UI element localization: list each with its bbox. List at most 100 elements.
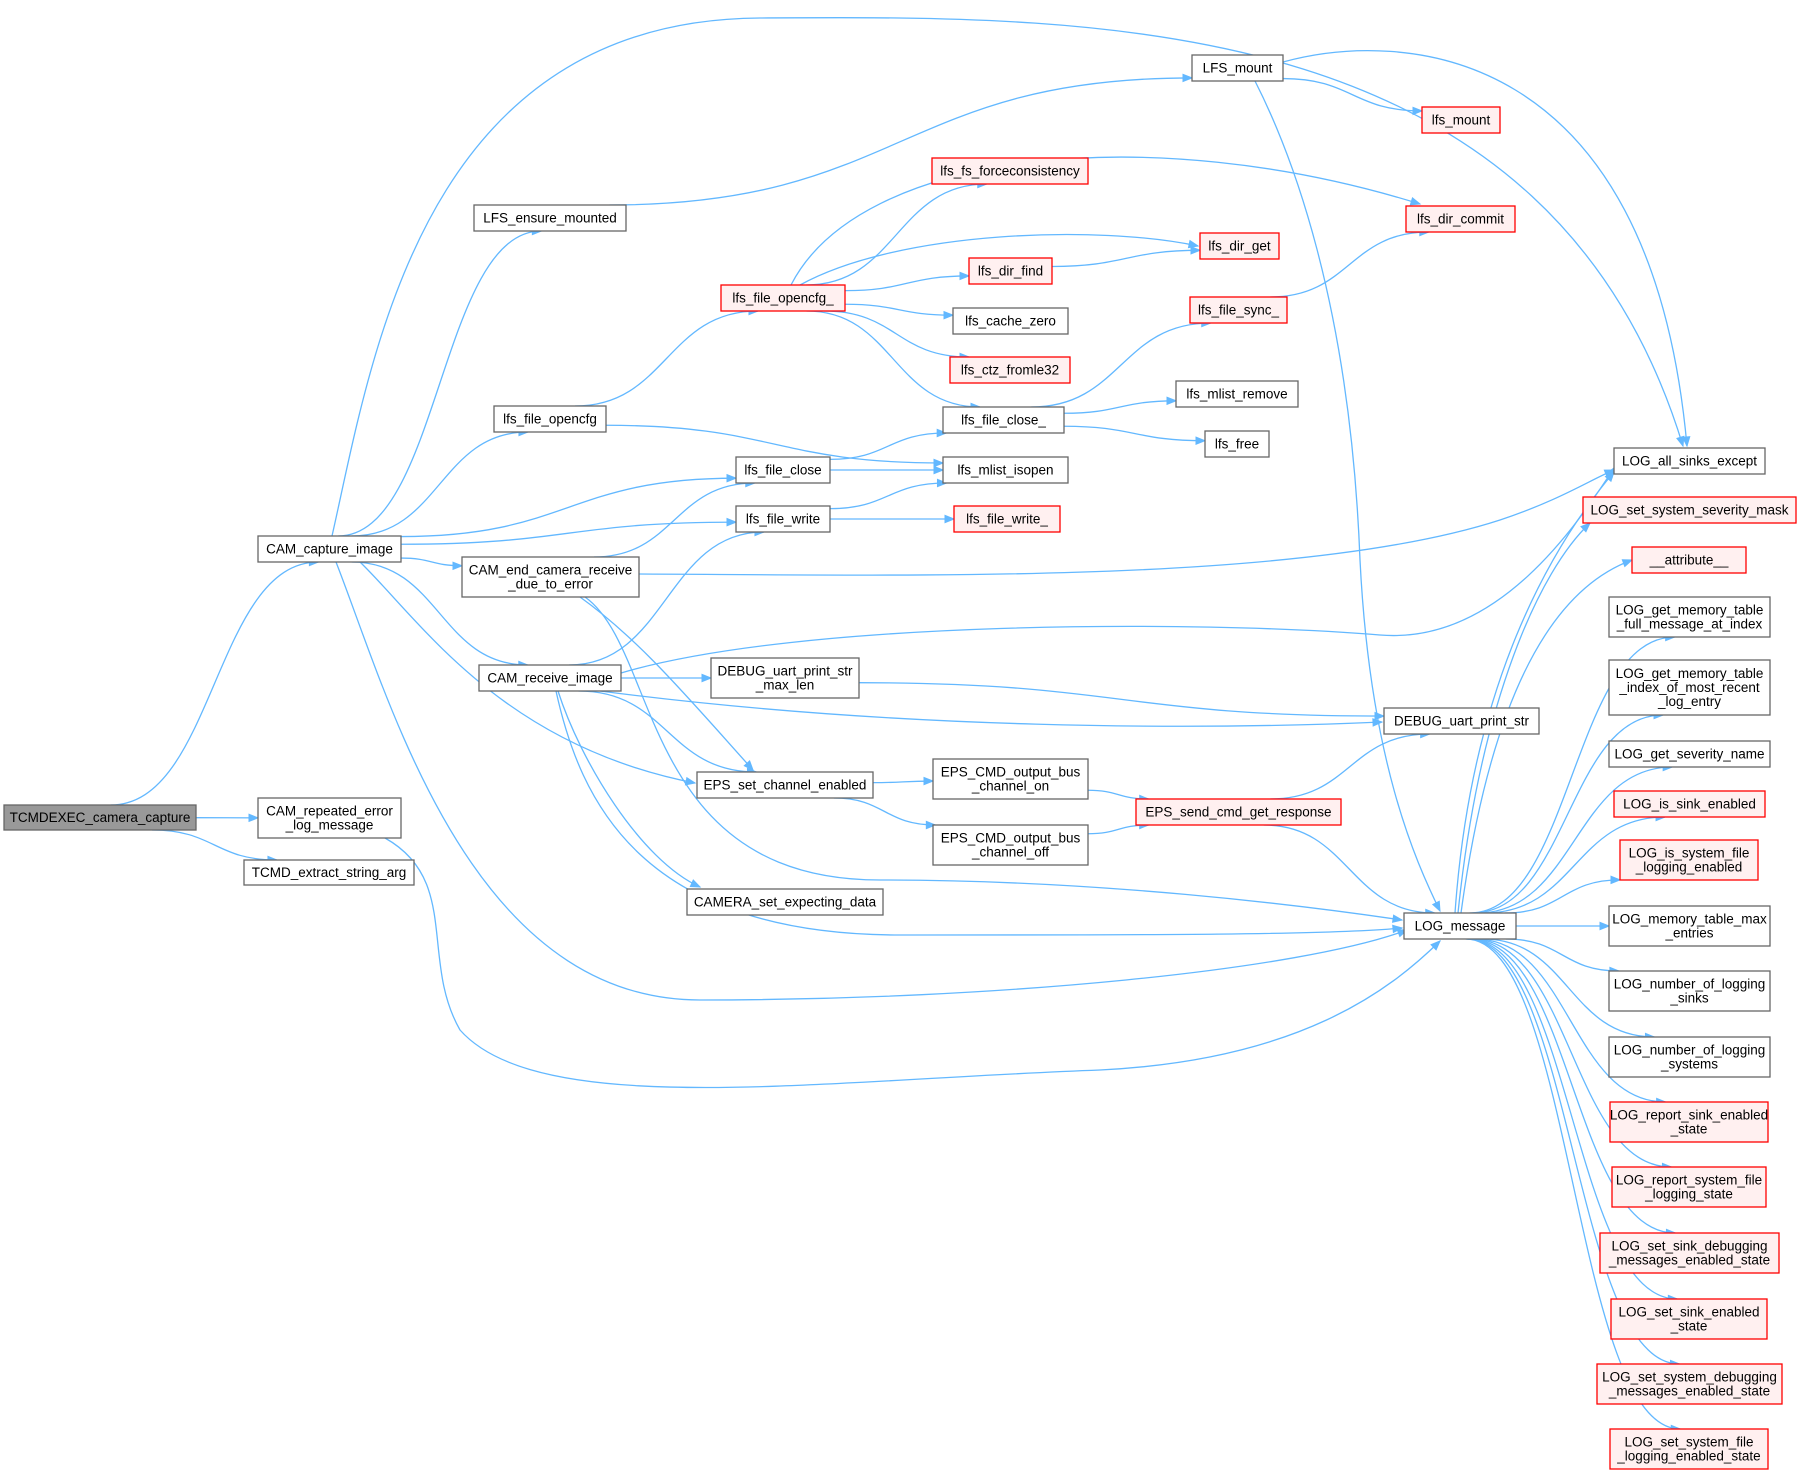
- node-lfs-free[interactable]: lfs_free: [1204, 430, 1270, 458]
- call-edge-line: [1466, 938, 1680, 1365]
- node-eps-off[interactable]: EPS_CMD_output_bus_channel_off: [932, 824, 1089, 866]
- node-lfs-file-opencfg[interactable]: lfs_file_opencfg: [493, 405, 607, 433]
- node-lfs-file-close[interactable]: lfs_file_close: [735, 456, 831, 484]
- node-lfs-file-write-[interactable]: lfs_file_write_: [953, 505, 1061, 533]
- node-attribute[interactable]: __attribute__: [1631, 546, 1747, 574]
- node-log-mem-max[interactable]: LOG_memory_table_max_entries: [1608, 905, 1771, 947]
- node-box: [1611, 1166, 1767, 1208]
- node-log-set-sink-dbg[interactable]: LOG_set_sink_debugging_messages_enabled_…: [1599, 1232, 1780, 1274]
- node-lfs-file-opencfg-[interactable]: lfs_file_opencfg_: [720, 284, 846, 312]
- node-label: lfs_dir_commit: [1417, 212, 1504, 227]
- node-cam-receive[interactable]: CAM_receive_image: [478, 664, 622, 692]
- arrowhead-icon: [1431, 900, 1441, 913]
- arrowhead-icon: [452, 561, 464, 571]
- node-log-set-sys-dbg[interactable]: LOG_set_system_debugging_messages_enable…: [1596, 1363, 1783, 1405]
- node-debug-print[interactable]: DEBUG_uart_print_str: [1383, 707, 1540, 735]
- node-box: [1403, 912, 1517, 940]
- call-edge: [872, 776, 935, 786]
- node-lfs-dir-get[interactable]: lfs_dir_get: [1199, 232, 1280, 260]
- node-label: lfs_dir_get: [1208, 239, 1271, 254]
- node-eps-send[interactable]: EPS_send_cmd_get_response: [1135, 798, 1342, 826]
- node-log-num-systems[interactable]: LOG_number_of_logging_systems: [1608, 1036, 1771, 1078]
- node-log-set-sink-en[interactable]: LOG_set_sink_enabled_state: [1610, 1298, 1768, 1340]
- call-edge: [1457, 522, 1591, 914]
- node-log-report-sys[interactable]: LOG_report_system_file_logging_state: [1611, 1166, 1767, 1208]
- node-log-mem-index[interactable]: LOG_get_memory_table_index_of_most_recen…: [1608, 659, 1771, 716]
- node-label: _entries: [1664, 926, 1713, 941]
- node-box: [1135, 798, 1342, 826]
- node-lfs-mount[interactable]: lfs_mount: [1421, 106, 1501, 134]
- node-label: EPS_CMD_output_bus: [941, 831, 1081, 846]
- node-camera-expect[interactable]: CAMERA_set_expecting_data: [686, 888, 884, 916]
- node-box: [931, 157, 1089, 185]
- arrowhead-icon: [943, 310, 955, 320]
- call-edge-line: [790, 156, 1421, 286]
- node-log-all-sinks[interactable]: LOG_all_sinks_except: [1613, 447, 1766, 475]
- node-box: [696, 771, 874, 799]
- node-log-is-sink[interactable]: LOG_is_sink_enabled: [1613, 790, 1766, 818]
- node-box: [257, 797, 402, 839]
- node-lfs-mount-upper[interactable]: LFS_mount: [1191, 54, 1284, 82]
- node-log-num-sinks[interactable]: LOG_number_of_logging_sinks: [1608, 970, 1771, 1012]
- node-log-message[interactable]: LOG_message: [1403, 912, 1517, 940]
- node-cam-end[interactable]: CAM_end_camera_receive_due_to_error: [461, 556, 640, 598]
- node-box: [1608, 1036, 1771, 1078]
- call-edge-line: [1457, 522, 1591, 914]
- node-label: lfs_file_write: [746, 512, 820, 527]
- node-debug-print-max[interactable]: DEBUG_uart_print_str_max_len: [710, 657, 860, 699]
- node-lfs-file-close-[interactable]: lfs_file_close_: [942, 406, 1065, 434]
- node-eps-set[interactable]: EPS_set_channel_enabled: [696, 771, 874, 799]
- call-edge: [578, 690, 758, 777]
- node-lfs-ctz[interactable]: lfs_ctz_fromle32: [949, 356, 1071, 384]
- node-label: _logging_enabled_state: [1616, 1449, 1760, 1464]
- node-label: LOG_number_of_logging: [1614, 977, 1766, 992]
- arrowhead-icon: [248, 813, 260, 823]
- node-tcmdexec[interactable]: TCMDEXEC_camera_capture: [3, 804, 197, 831]
- node-label: EPS_CMD_output_bus: [941, 765, 1081, 780]
- node-cam-repeated[interactable]: CAM_repeated_error_log_message: [257, 797, 402, 839]
- call-edge: [110, 557, 320, 806]
- call-edge-line: [858, 682, 1385, 717]
- call-edge-line: [593, 482, 755, 558]
- node-label: lfs_mlist_remove: [1186, 387, 1287, 402]
- node-log-set-sys-file[interactable]: LOG_set_system_file_logging_enabled_stat…: [1609, 1428, 1769, 1470]
- call-edge: [1505, 875, 1622, 914]
- call-edge-line: [1482, 938, 1655, 1038]
- node-lfs-mlist-isopen[interactable]: lfs_mlist_isopen: [942, 456, 1069, 484]
- call-edge-line: [384, 837, 1441, 1089]
- node-label: DEBUG_uart_print_str: [717, 664, 853, 679]
- node-log-is-sys-file[interactable]: LOG_is_system_file_logging_enabled: [1619, 839, 1759, 881]
- node-tcmd-extract[interactable]: TCMD_extract_string_arg: [243, 859, 415, 886]
- call-edge: [833, 797, 937, 830]
- arrowhead-icon: [933, 465, 945, 475]
- call-edge-line: [351, 431, 528, 537]
- node-lfs-dir-find[interactable]: lfs_dir_find: [968, 257, 1053, 285]
- node-lfs-ensure[interactable]: LFS_ensure_mounted: [473, 204, 627, 232]
- node-lfs-file-sync-[interactable]: lfs_file_sync_: [1189, 296, 1288, 324]
- node-log-sev-name[interactable]: LOG_get_severity_name: [1608, 740, 1771, 768]
- node-lfs-cache-zero[interactable]: lfs_cache_zero: [952, 307, 1069, 335]
- call-edges: [110, 17, 1691, 1434]
- node-lfs-file-write[interactable]: lfs_file_write: [735, 505, 831, 533]
- call-edge: [609, 73, 1194, 206]
- node-label: lfs_file_write_: [966, 512, 1048, 527]
- node-cam-capture[interactable]: CAM_capture_image: [257, 535, 402, 563]
- call-edge-line: [806, 183, 987, 286]
- arrowhead-icon: [726, 473, 738, 483]
- node-label: LOG_all_sinks_except: [1622, 454, 1757, 469]
- node-lfs-mlist-remove[interactable]: lfs_mlist_remove: [1175, 380, 1299, 408]
- node-label: TCMDEXEC_camera_capture: [10, 810, 191, 825]
- node-lfs-dir-commit[interactable]: lfs_dir_commit: [1405, 205, 1516, 233]
- call-edge: [830, 465, 945, 475]
- call-edge: [830, 514, 956, 524]
- node-box: [473, 204, 627, 232]
- node-log-set-sys-sev[interactable]: LOG_set_system_severity_mask: [1582, 496, 1797, 524]
- node-log-report-sink[interactable]: LOG_report_sink_enabled_state: [1609, 1101, 1769, 1143]
- node-label: _messages_enabled_state: [1608, 1253, 1770, 1268]
- call-edge: [331, 17, 1685, 537]
- node-eps-on[interactable]: EPS_CMD_output_bus_channel_on: [932, 758, 1089, 800]
- call-edge: [575, 306, 760, 407]
- call-edge-line: [331, 17, 1684, 537]
- node-log-mem-full[interactable]: LOG_get_memory_table_full_message_at_ind…: [1608, 596, 1771, 638]
- node-lfs-fs-force[interactable]: lfs_fs_forceconsistency: [931, 157, 1089, 185]
